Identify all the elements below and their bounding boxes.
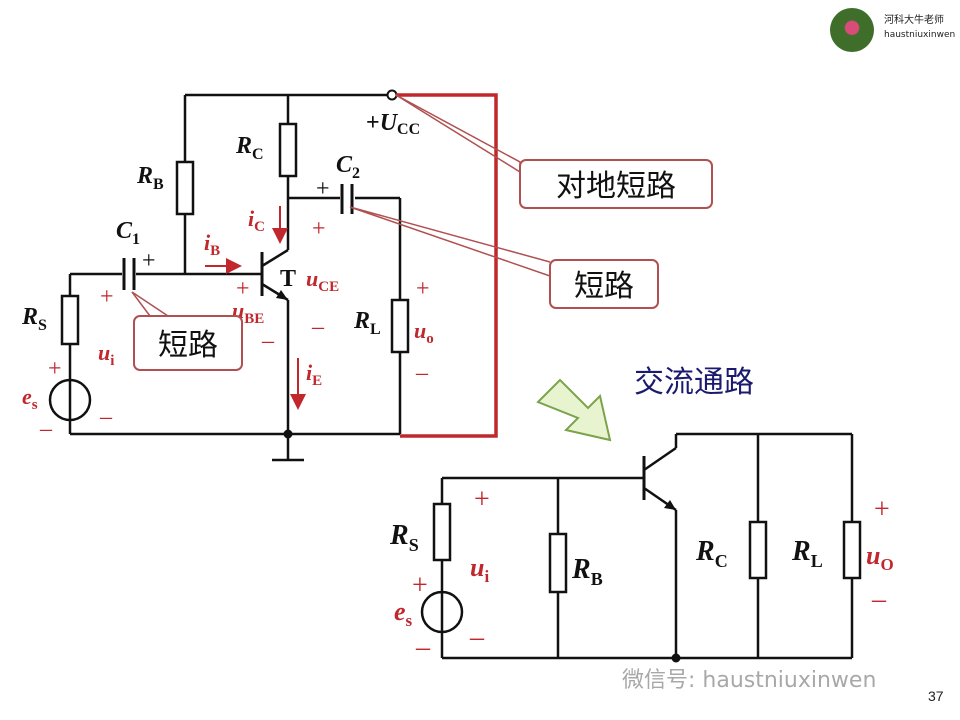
ac-es-minus: – [415, 632, 431, 663]
supply-short-path [396, 93, 498, 438]
ac-ui-plus: + [474, 484, 490, 515]
wechat-watermark: 微信号: haustniuxinwen [622, 668, 877, 693]
rc-label: RC [235, 133, 264, 163]
rb-label: RB [136, 163, 164, 193]
uo-minus: – [415, 360, 429, 386]
supply-callout-text: 对地短路 [556, 169, 676, 204]
uo-plus: + [416, 276, 430, 302]
ic-label: iC [248, 206, 265, 235]
page-number: 37 [928, 688, 944, 704]
ac-rs-resistor [432, 502, 452, 562]
ac-rl-label: RL [791, 536, 823, 571]
transistor-label: T [280, 266, 296, 292]
c1-plus: + [142, 248, 156, 274]
supply-label: +UCC [366, 110, 420, 138]
uce-label: uCE [306, 266, 339, 295]
rc-resistor [278, 122, 298, 178]
author-logo [830, 8, 874, 52]
c1-capacitor [122, 258, 136, 290]
es-minus: – [39, 416, 53, 442]
ui-label: ui [98, 340, 114, 369]
rl-resistor [390, 298, 410, 354]
ac-es-label: es [394, 597, 413, 630]
transition-arrow [536, 378, 612, 442]
c1-callout-pointer [131, 291, 169, 317]
uce-plus: + [312, 216, 326, 242]
ib-label: iB [204, 230, 220, 259]
rb-resistor [175, 160, 195, 216]
ac-uo-minus: – [871, 584, 887, 615]
ac-uo-plus: + [874, 494, 890, 525]
ui-minus: – [99, 404, 113, 430]
ground-node [283, 429, 293, 439]
ie-label: iE [306, 360, 322, 389]
c1-label: C1 [116, 218, 140, 248]
supply-callout-pointer [395, 94, 521, 184]
ac-circuit-wires [440, 432, 854, 660]
rs-resistor [60, 294, 80, 346]
ac-rl-resistor [842, 520, 862, 580]
ac-emitter-arrow [664, 500, 676, 510]
es-label: es [22, 384, 38, 413]
rs-label: RS [21, 304, 47, 334]
brand-name-cn: 河科大牛老师 [884, 15, 944, 26]
uce-minus: – [311, 314, 325, 340]
ac-ui-minus: – [469, 622, 485, 653]
c2-callout-pointer [349, 206, 551, 263]
ac-uo-label: uO [866, 541, 894, 574]
ac-rs-label: RS [389, 520, 419, 555]
c1-callout-box [133, 315, 243, 371]
ac-es-plus: + [412, 570, 428, 601]
c2-capacitor [340, 184, 354, 214]
ube-minus: – [261, 328, 275, 354]
c2-plus: + [316, 176, 330, 202]
emitter-arrow [276, 290, 288, 300]
supply-terminal [386, 89, 398, 101]
es-plus: + [48, 356, 62, 382]
supply-callout-box [519, 159, 713, 209]
ac-rb-resistor [548, 532, 568, 594]
ac-rc-label: RC [695, 536, 728, 571]
c2-label: C2 [336, 152, 360, 182]
ube-plus: + [236, 276, 250, 302]
brand-block: 河科大牛老师 haustniuxinwen [884, 14, 956, 42]
rl-label: RL [353, 308, 381, 338]
brand-name-en: haustniuxinwen [884, 30, 956, 40]
ui-plus: + [100, 284, 114, 310]
c2-callout-box [549, 259, 659, 309]
top-circuit-wires [68, 93, 402, 462]
ac-rc-resistor [748, 520, 768, 580]
c2-callout-text: 短路 [574, 269, 634, 304]
ac-rb-label: RB [571, 554, 603, 589]
ac-ui-label: ui [470, 553, 489, 586]
uo-label: uo [414, 318, 434, 347]
c1-callout-text: 短路 [158, 328, 218, 363]
ac-title: 交流通路 [634, 365, 754, 400]
ac-ground-node [671, 653, 681, 663]
